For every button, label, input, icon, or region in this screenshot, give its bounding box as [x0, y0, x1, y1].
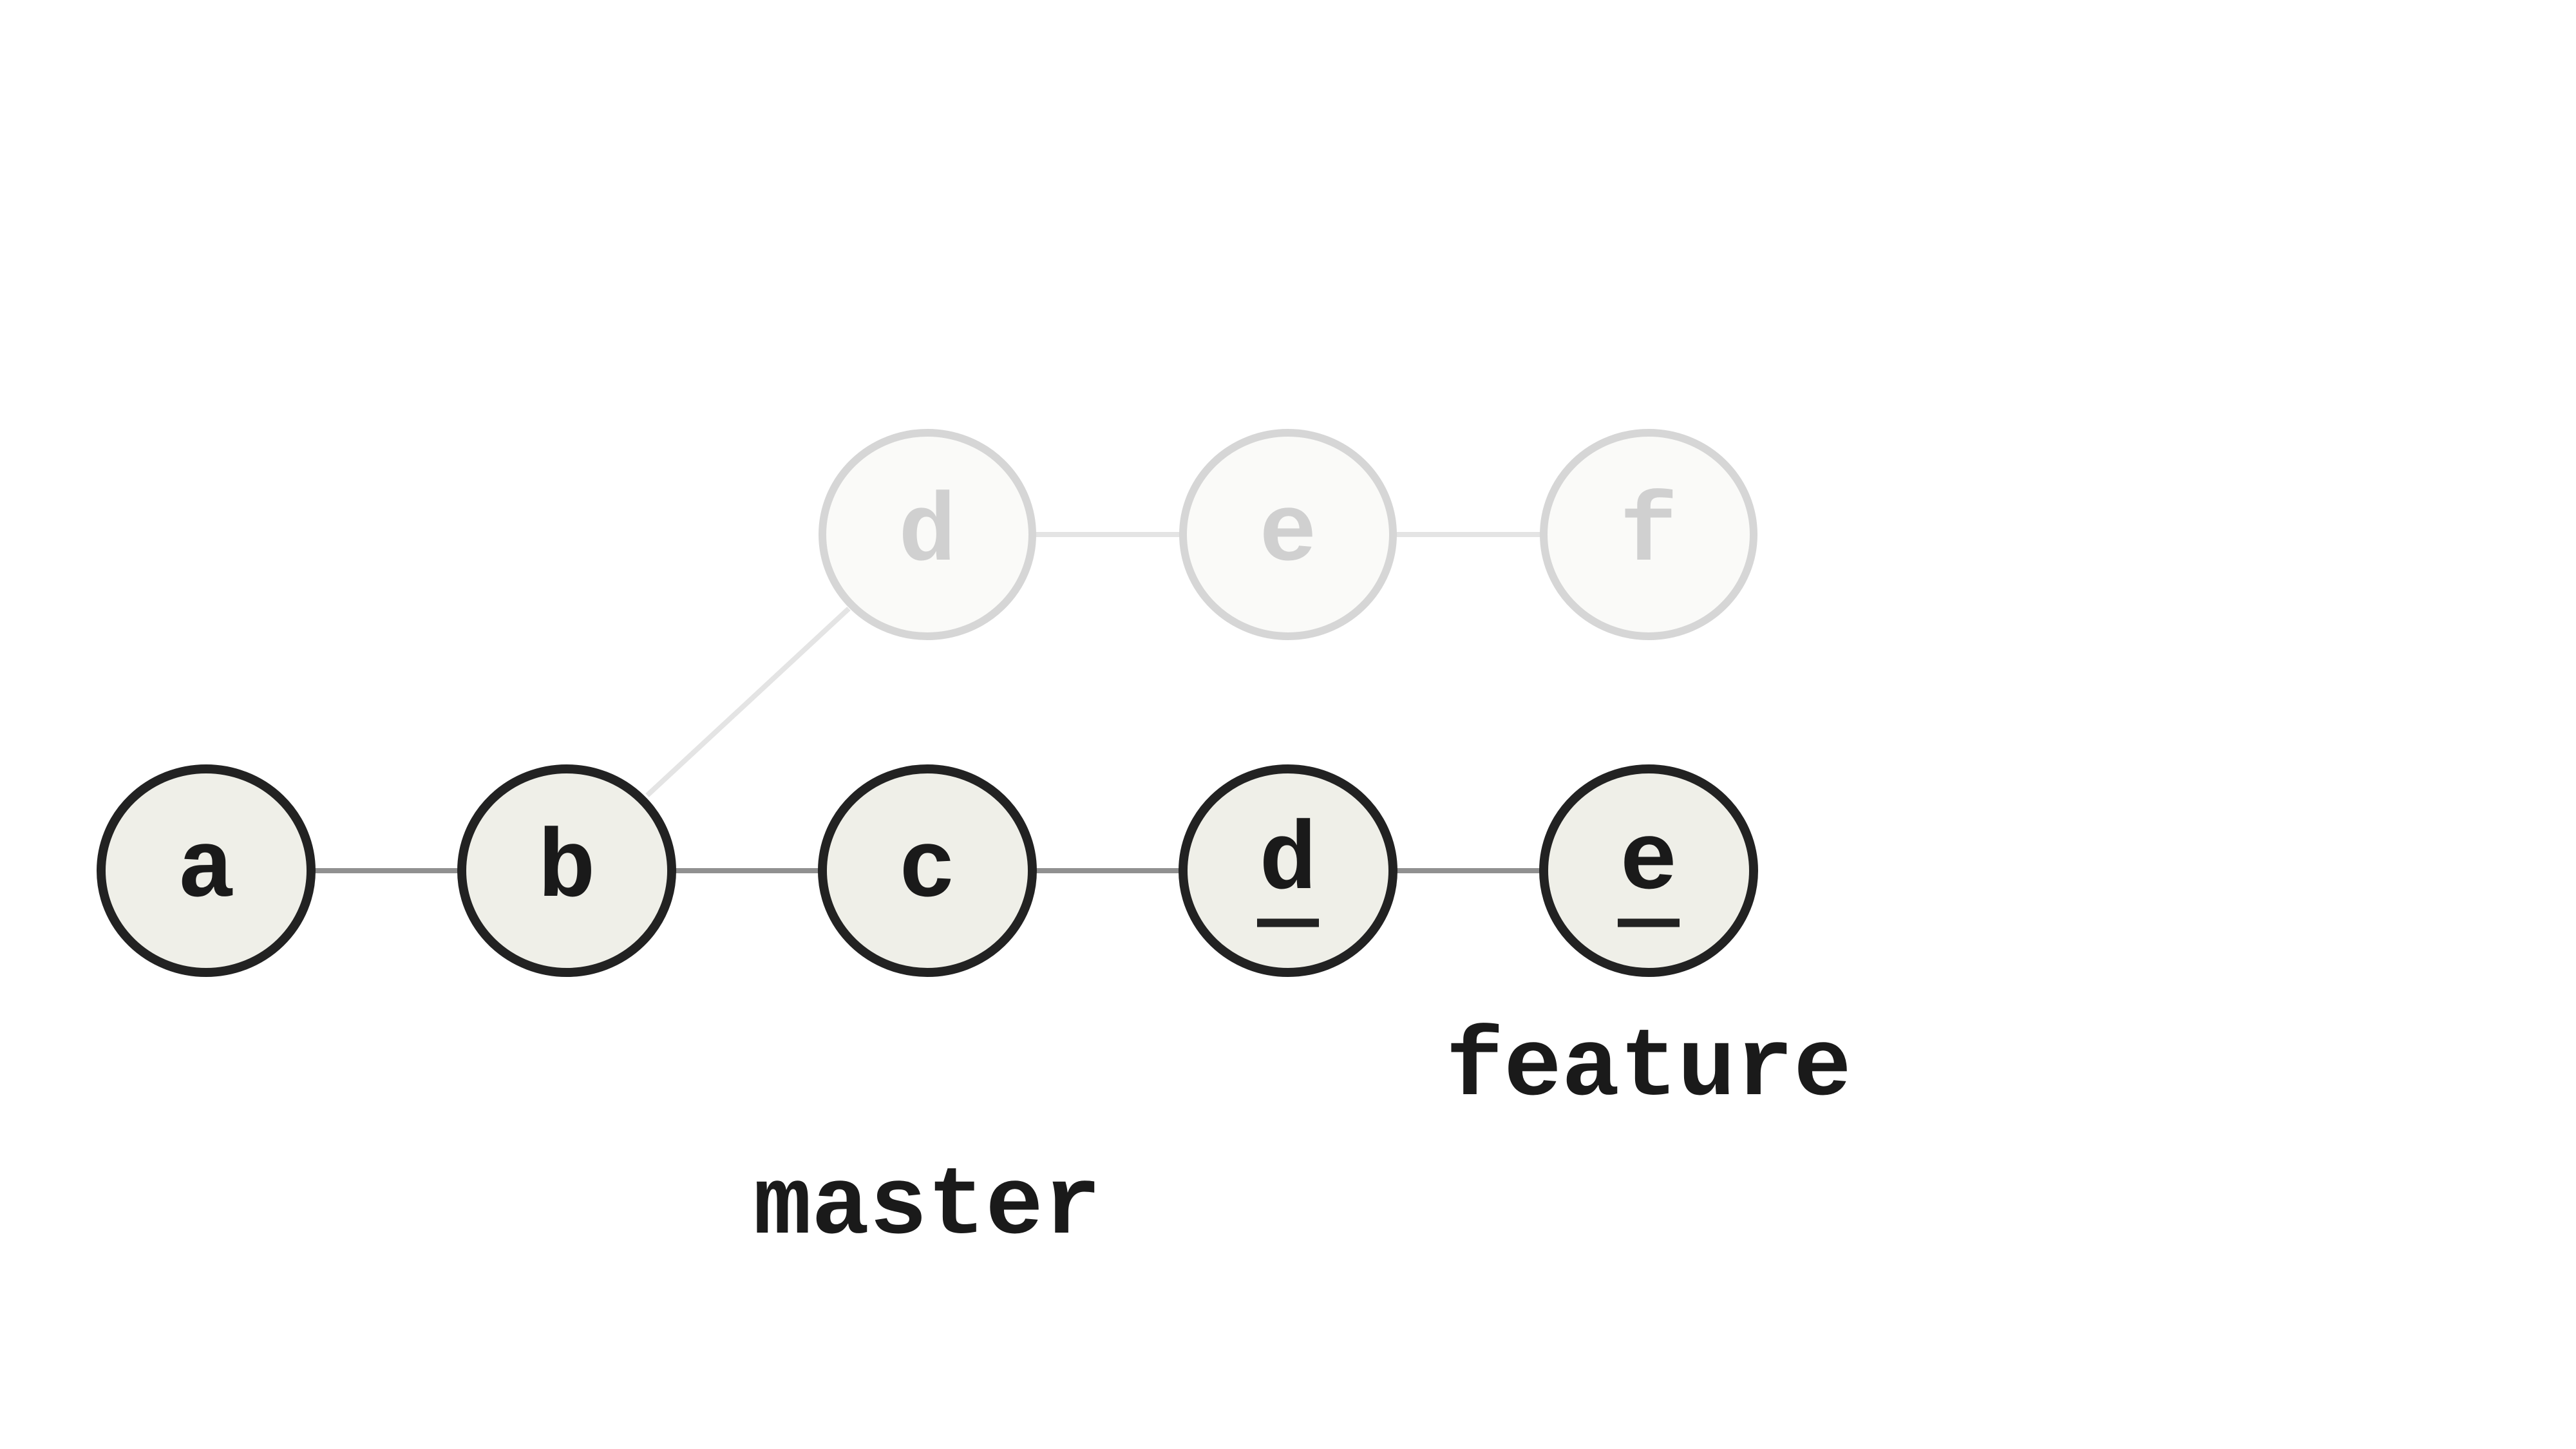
commit-e-rebased-label: e — [1620, 808, 1678, 918]
commit-e-rebased: e — [1539, 764, 1758, 977]
commit-a: a — [97, 764, 316, 977]
commit-d-rebased-label: d — [1259, 808, 1317, 918]
commit-b-label: b — [538, 816, 596, 925]
ghost-commit-d: d — [819, 429, 1036, 640]
ghost-commit-f-label: f — [1620, 480, 1678, 589]
branch-label-master: master — [753, 1153, 1101, 1262]
ghost-commit-f: f — [1540, 429, 1757, 640]
commit-d-rebased: d — [1179, 764, 1397, 977]
ghost-commit-d-label: d — [898, 480, 956, 589]
branch-label-feature: feature — [1446, 1014, 1852, 1124]
ghost-commit-e: e — [1179, 429, 1397, 640]
commit-a-label: a — [177, 816, 235, 925]
ghost-commit-e-label: e — [1259, 480, 1317, 589]
commit-c: c — [818, 764, 1037, 977]
ghost-edge-b-d — [645, 607, 851, 797]
commit-b: b — [457, 764, 676, 977]
commit-c-label: c — [898, 816, 956, 925]
